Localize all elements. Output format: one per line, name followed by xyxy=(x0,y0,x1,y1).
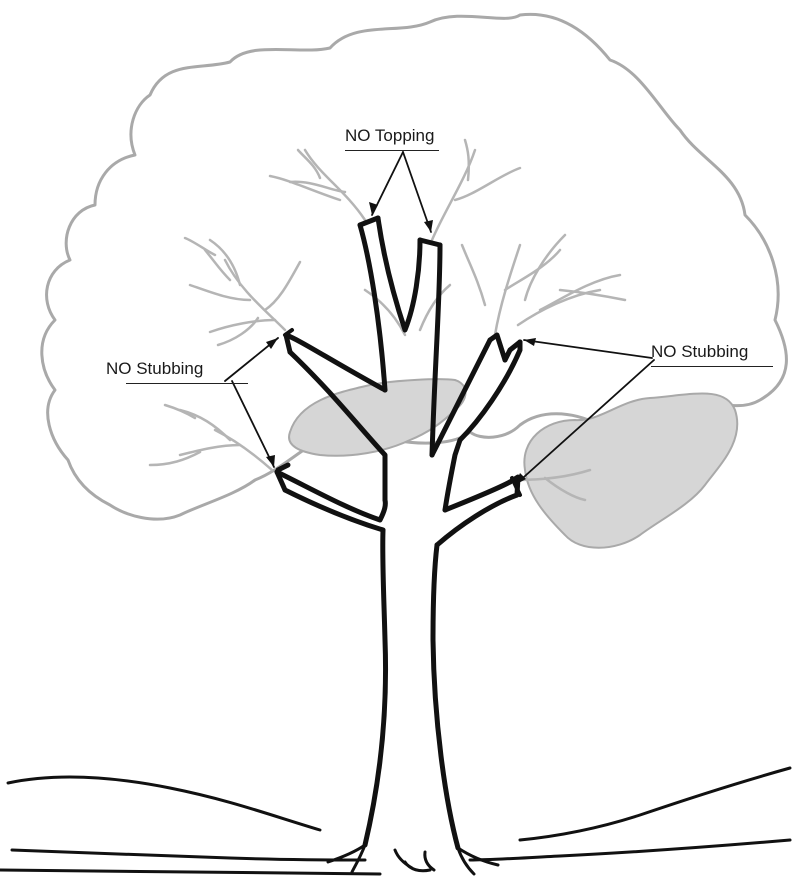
tree-trunk-and-limbs xyxy=(274,215,523,851)
shade-patch-right xyxy=(523,392,739,549)
arrowhead-stub-left-lower xyxy=(266,455,275,467)
canopy-outline xyxy=(40,12,788,521)
arrow-stub-right-lower xyxy=(514,359,655,486)
arrow-topping-left xyxy=(371,151,404,216)
label-no-topping-text: NO Topping xyxy=(345,126,435,145)
label-no-stubbing-right-text: NO Stubbing xyxy=(651,342,749,361)
arrowhead-stub-right-lower xyxy=(515,473,526,485)
arrowhead-stub-left-upper xyxy=(266,338,278,349)
label-no-stubbing-left-underline xyxy=(126,383,248,384)
background-branches xyxy=(148,138,627,502)
label-no-topping: NO Topping xyxy=(345,126,439,151)
arrow-topping-right xyxy=(402,151,432,233)
label-no-stubbing-left-text: NO Stubbing xyxy=(106,359,204,378)
label-no-stubbing-left: NO Stubbing xyxy=(106,359,248,384)
label-no-topping-underline xyxy=(345,150,439,151)
label-no-stubbing-right-underline xyxy=(651,366,773,367)
arrow-stub-right-upper xyxy=(523,339,653,359)
label-no-stubbing-right: NO Stubbing xyxy=(651,342,773,367)
arrowhead-topping-right xyxy=(424,220,433,232)
arrowhead-topping-left xyxy=(369,202,378,215)
arrow-heads xyxy=(266,202,536,485)
arrowhead-stub-right-upper xyxy=(524,338,536,346)
ground-lines xyxy=(0,766,792,876)
arrow-stub-left-lower xyxy=(231,380,275,468)
